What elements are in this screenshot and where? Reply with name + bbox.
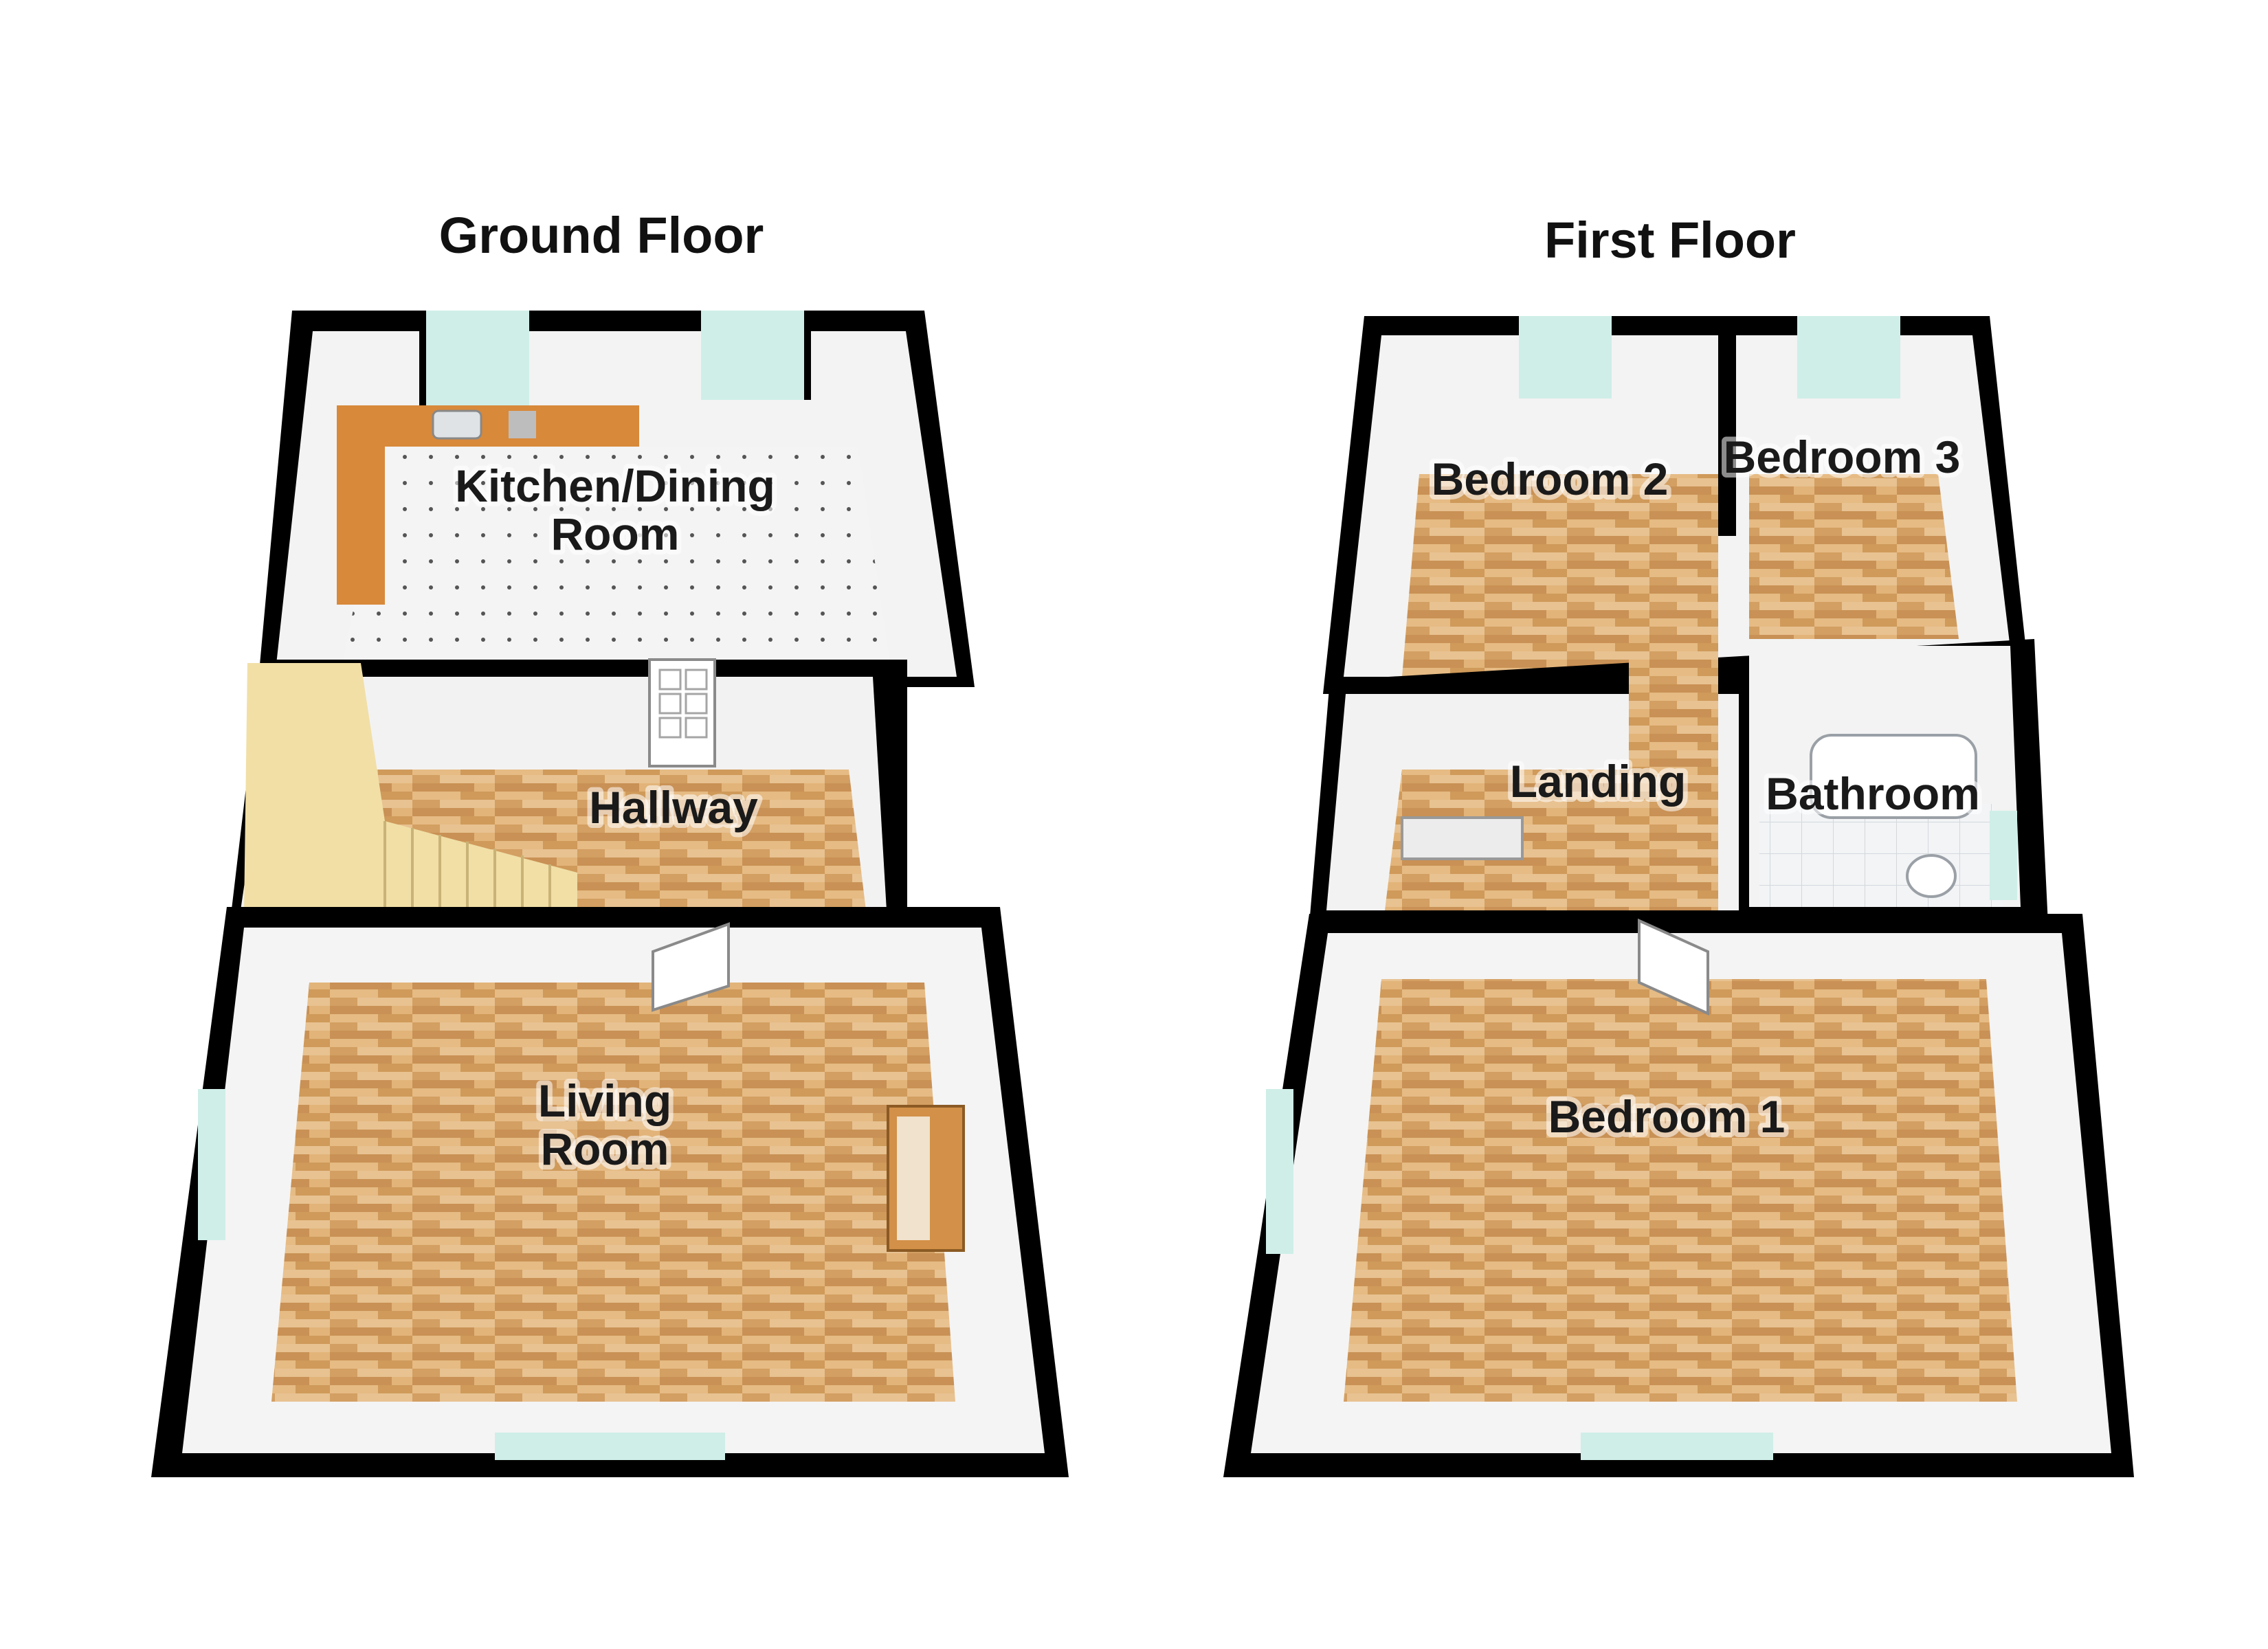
- kitchen-window-left: [425, 311, 529, 407]
- stair-treads: [383, 821, 551, 914]
- bedroom-1-door: [1638, 918, 1709, 1016]
- bedroom-divider-wall: [1718, 316, 1736, 536]
- sink-icon: [432, 410, 482, 440]
- bathroom-label: Bathroom: [1766, 768, 1980, 819]
- ground-floor-title: Ground Floor: [439, 207, 764, 264]
- kitchen-dining-room-label-line1: Kitchen/Dining: [455, 460, 775, 511]
- living-room-label-line2: Room: [541, 1123, 669, 1174]
- bedroom-2-label: Bedroom 2: [1432, 453, 1669, 504]
- landing-label: Landing: [1510, 756, 1687, 807]
- kitchen-window-right: [701, 311, 804, 400]
- bathroom-tile-floor: [1759, 804, 2003, 907]
- bedroom-2-window: [1519, 316, 1612, 399]
- landing-wood-floor: [1385, 770, 1718, 910]
- kitchen-units: [337, 405, 639, 605]
- living-room-wood-floor: [271, 983, 955, 1402]
- first-floor: [1223, 316, 2134, 1477]
- living-room-label-line1: Living: [538, 1075, 671, 1126]
- hallway-label: Hallway: [589, 782, 758, 833]
- bedroom-3-window: [1797, 316, 1900, 399]
- toilet: [1906, 854, 1957, 898]
- living-room-front-window: [495, 1433, 725, 1460]
- landing-corridor-floor: [1629, 550, 1718, 776]
- banister: [1401, 816, 1524, 860]
- bathroom-window: [1990, 811, 2017, 900]
- bedroom-1-label: Bedroom 1: [1548, 1091, 1786, 1142]
- bedroom-3-label: Bedroom 3: [1724, 431, 1961, 482]
- kitchen-tile-floor: [340, 447, 892, 677]
- kitchen-dining-room-label-line2: Room: [551, 508, 680, 559]
- bedroom-3-wood-floor: [1749, 474, 1959, 639]
- first-floor-title: First Floor: [1544, 212, 1796, 269]
- living-room-side-window: [198, 1089, 225, 1240]
- bedroom-1-side-window: [1266, 1089, 1293, 1254]
- living-room-door: [652, 922, 730, 1012]
- bedroom-1-wood-floor: [1344, 979, 2017, 1402]
- ground-floor: [151, 311, 1069, 1477]
- bedroom-1-front-window: [1581, 1433, 1773, 1460]
- bathtub: [1810, 734, 1977, 819]
